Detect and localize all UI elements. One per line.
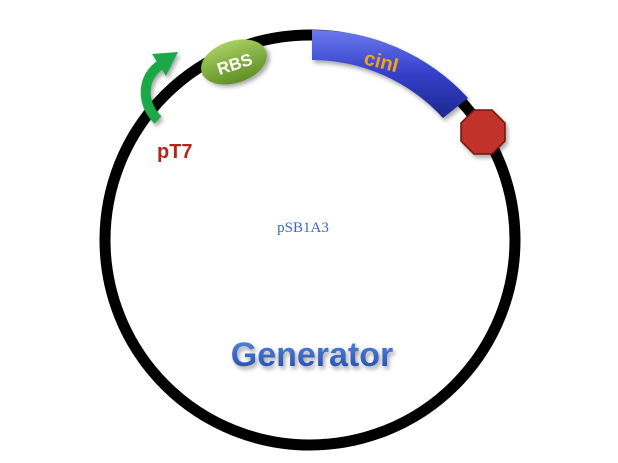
gene-cinI-block [312,29,468,118]
backbone-label: pSB1A3 [277,220,329,236]
rbs-ellipse [201,39,267,85]
promoter-arrow-icon [140,52,178,124]
promoter-label: pT7 [157,141,193,163]
plasmid-ring [99,29,521,451]
diagram-title: Generator [231,336,394,374]
terminator-octagon-icon [460,109,506,155]
